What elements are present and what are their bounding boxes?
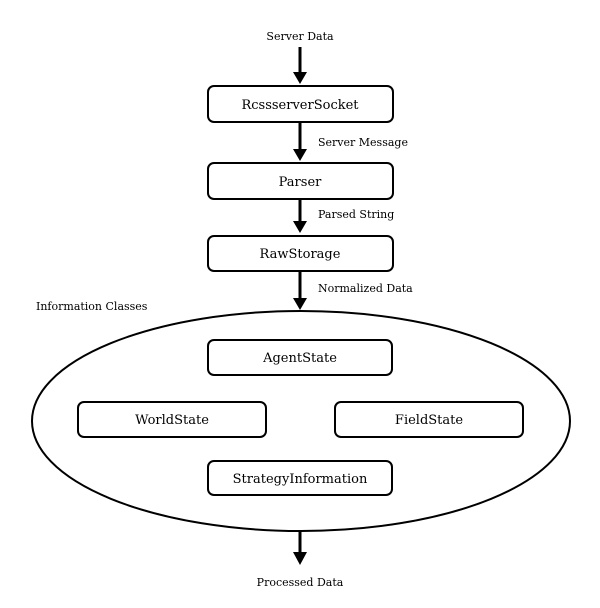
output-label: Processed Data [257, 576, 344, 589]
node-strategy-information: StrategyInformation [207, 460, 393, 496]
node-world-state-label: WorldState [135, 413, 209, 428]
arrow-parser-to-storage [293, 199, 307, 233]
node-parser: Parser [207, 162, 394, 200]
edge-label-server-message: Server Message [318, 136, 408, 149]
arrow-classes-to-output [293, 531, 307, 565]
node-parser-label: Parser [279, 175, 322, 190]
edge-label-parsed-string: Parsed String [318, 208, 394, 221]
node-agent-state-label: AgentState [262, 351, 337, 366]
node-strategy-information-label: StrategyInformation [233, 472, 368, 487]
node-raw-storage-label: RawStorage [260, 247, 341, 262]
arrow-storage-to-classes [293, 271, 307, 310]
node-agent-state: AgentState [207, 339, 393, 376]
node-field-state: FieldState [334, 401, 524, 438]
arrow-socket-to-parser [293, 122, 307, 161]
node-rcssserver-socket-label: RcssserverSocket [241, 98, 359, 113]
group-label-information-classes: Information Classes [36, 300, 148, 313]
arrow-input-to-socket [293, 47, 307, 84]
node-raw-storage: RawStorage [207, 235, 394, 272]
node-rcssserver-socket: RcssserverSocket [207, 85, 394, 123]
node-field-state-label: FieldState [395, 413, 463, 428]
node-world-state: WorldState [77, 401, 267, 438]
input-label: Server Data [266, 30, 334, 43]
edge-label-normalized-data: Normalized Data [318, 282, 413, 295]
